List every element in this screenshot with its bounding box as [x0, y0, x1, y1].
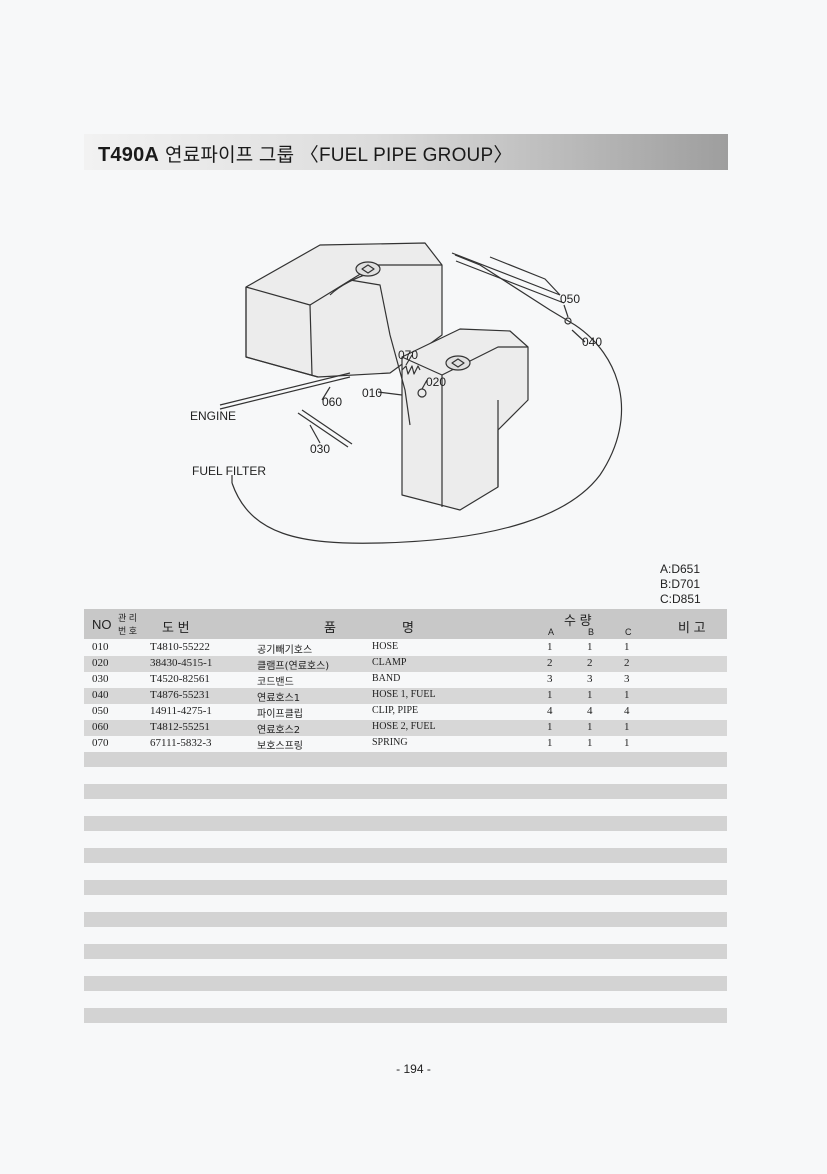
cell-no: 070: [92, 737, 109, 749]
cell-qty-b: 2: [587, 657, 593, 669]
cell-part-no: 14911-4275-1: [150, 705, 212, 717]
callout-030: 030: [310, 442, 330, 456]
cell-part-no: 38430-4515-1: [150, 657, 213, 669]
variant-b: B:D701: [660, 577, 701, 591]
header-col-c: C: [625, 627, 632, 637]
cell-qty-c: 4: [624, 705, 630, 717]
header-drawing-no: 도 번: [162, 620, 190, 635]
cell-qty-a: 1: [547, 641, 553, 653]
cell-name-eng: HOSE: [372, 641, 399, 652]
cell-qty-c: 1: [624, 641, 630, 653]
cell-name-kor: 연료호스1: [257, 693, 301, 704]
cell-qty-a: 3: [547, 673, 553, 685]
table-row: 020 38430-4515-1 클램프(연료호스) CLAMP 2 2 2: [84, 656, 727, 672]
cell-no: 040: [92, 689, 109, 701]
cell-qty-a: 1: [547, 721, 553, 733]
page-number: - 194 -: [396, 1062, 431, 1076]
cell-qty-b: 4: [587, 705, 593, 717]
header-remarks: 비 고: [678, 620, 706, 635]
empty-row-band: [84, 880, 727, 895]
cell-name-kor: 연료호스2: [257, 725, 301, 736]
cell-part-no: T4810-55222: [150, 641, 210, 653]
callout-060: 060: [322, 395, 342, 409]
cell-name-eng: HOSE 2, FUEL: [372, 721, 436, 732]
cell-name-eng: BAND: [372, 673, 401, 684]
cell-name-eng: CLAMP: [372, 657, 407, 668]
empty-row-band: [84, 944, 727, 959]
cell-qty-c: 1: [624, 689, 630, 701]
table-row: 030 T4520-82561 코드밴드 BAND 3 3 3: [84, 672, 727, 688]
cell-qty-a: 2: [547, 657, 553, 669]
cell-name-kor: 코드밴드: [257, 677, 294, 688]
table-row: 040 T4876-55231 연료호스1 HOSE 1, FUEL 1 1 1: [84, 688, 727, 704]
fuel-pipe-diagram: 050 040 070 020 010 060 ENGINE 030 FUEL …: [190, 242, 623, 544]
callout-050: 050: [560, 292, 580, 306]
title-bar: [84, 134, 728, 170]
cell-part-no: T4876-55231: [150, 689, 210, 701]
variant-a: A:D651: [660, 562, 701, 576]
cell-qty-c: 1: [624, 737, 630, 749]
engine-label: ENGINE: [190, 409, 236, 423]
table-header: NO 관 리 번 호 도 번 품 명 수 량 A B C 비 고: [84, 609, 727, 639]
cell-name-kor: 클램프(연료호스): [257, 661, 330, 672]
variant-c: C:D851: [660, 592, 701, 606]
table-row: 060 T4812-55251 연료호스2 HOSE 2, FUEL 1 1 1: [84, 720, 727, 736]
cell-name-eng: HOSE 1, FUEL: [372, 689, 436, 700]
fuel-filter-label: FUEL FILTER: [192, 464, 266, 478]
callout-010: 010: [362, 386, 382, 400]
empty-row-band: [84, 752, 727, 767]
cell-no: 050: [92, 705, 109, 717]
empty-row-band: [84, 976, 727, 991]
cell-qty-b: 1: [587, 737, 593, 749]
cell-qty-b: 1: [587, 641, 593, 653]
cell-qty-b: 3: [587, 673, 593, 685]
callout-070: 070: [398, 348, 418, 362]
parts-table: 010 T4810-55222 공기빼기호스 HOSE 1 1 1 020 38…: [84, 640, 727, 752]
cell-qty-a: 4: [547, 705, 553, 717]
empty-row-band: [84, 912, 727, 927]
model-variants: A:D651 B:D701 C:D851: [660, 562, 701, 607]
table-row: 050 14911-4275-1 파이프클립 CLIP, PIPE 4 4 4: [84, 704, 727, 720]
empty-row-band: [84, 816, 727, 831]
header-col-a: A: [548, 627, 555, 637]
cell-name-kor: 파이프클립: [257, 709, 303, 720]
empty-row-band: [84, 848, 727, 863]
header-mgmt-top: 관 리: [118, 613, 138, 623]
cell-no: 030: [92, 673, 109, 685]
cell-name-eng: CLIP, PIPE: [372, 705, 419, 716]
cell-no: 020: [92, 657, 109, 669]
cell-name-kor: 보호스프링: [257, 741, 303, 752]
table-row: 010 T4810-55222 공기빼기호스 HOSE 1 1 1: [84, 640, 727, 656]
cell-qty-c: 2: [624, 657, 630, 669]
table-row: 070 67111-5832-3 보호스프링 SPRING 1 1 1: [84, 736, 727, 752]
cell-name-eng: SPRING: [372, 737, 408, 748]
cell-no: 010: [92, 641, 109, 653]
empty-row-band: [84, 784, 727, 799]
cell-qty-b: 1: [587, 689, 593, 701]
cell-part-no: 67111-5832-3: [150, 737, 212, 749]
cell-qty-a: 1: [547, 689, 553, 701]
model-code: T490A: [98, 144, 160, 166]
group-title: 연료파이프 그룹 〈FUEL PIPE GROUP〉: [165, 145, 513, 166]
cell-name-kor: 공기빼기호스: [257, 645, 313, 656]
header-no: NO: [92, 617, 112, 632]
header-col-b: B: [588, 627, 595, 637]
callout-040: 040: [582, 335, 602, 349]
header-name-1: 품: [324, 620, 336, 635]
header-name-2: 명: [402, 620, 414, 635]
cell-qty-a: 1: [547, 737, 553, 749]
cell-qty-b: 1: [587, 721, 593, 733]
cell-qty-c: 1: [624, 721, 630, 733]
cell-qty-c: 3: [624, 673, 630, 685]
empty-row-band: [84, 1008, 727, 1023]
cell-part-no: T4520-82561: [150, 673, 210, 685]
cell-no: 060: [92, 721, 109, 733]
header-mgmt-bottom: 번 호: [118, 626, 138, 636]
cell-part-no: T4812-55251: [150, 721, 210, 733]
header-qty: 수 량: [564, 613, 592, 628]
callout-020: 020: [426, 375, 446, 389]
